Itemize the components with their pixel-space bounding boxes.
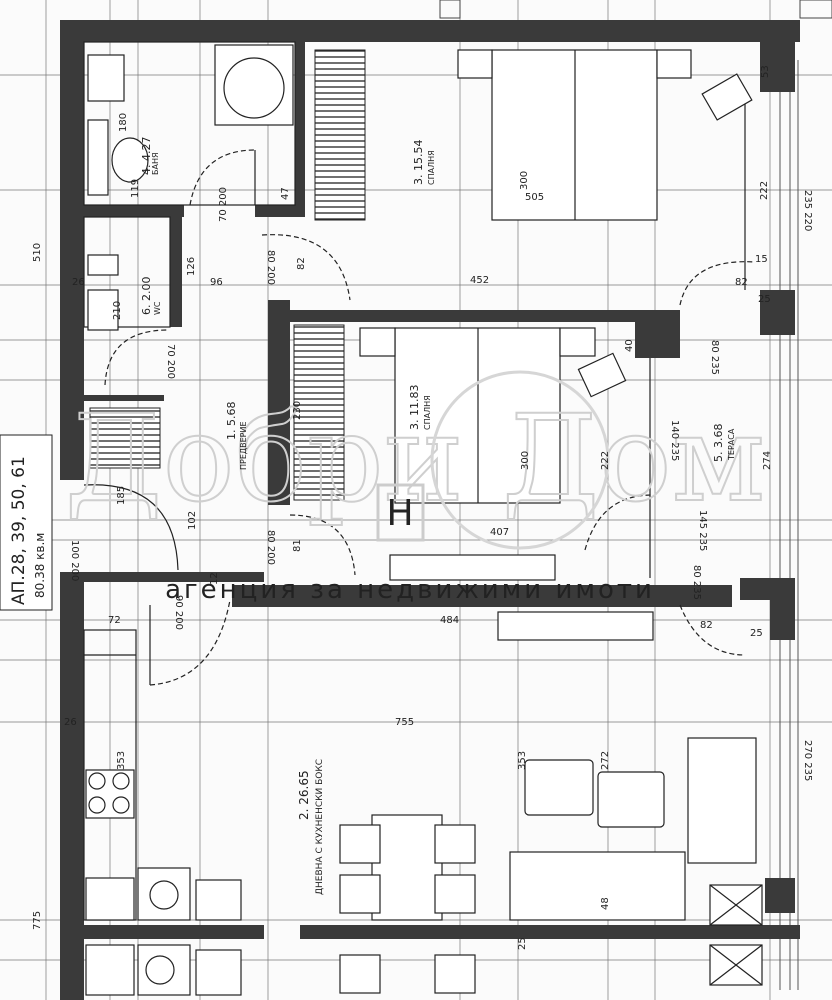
inner-lines [83,41,746,921]
watermark-agency: агенция за недвижими имоти [165,575,655,605]
dim-door-ter2: 80 235 [691,565,702,600]
dim-274: 274 [762,451,773,470]
watermark-logo-letter: H [386,493,413,534]
dim-door-hall: 80 200 [265,530,276,565]
dim-145-235: 145 235 [697,510,708,551]
room-terrace-label: 5. 3.68 [712,424,725,462]
dim-96: 96 [210,277,223,288]
dim-452: 452 [470,275,489,286]
room-bed2-name: СПАЛНЯ [423,395,432,430]
dim-40: 40 [624,339,635,352]
living-furniture [85,554,763,996]
dim-26a: 26 [72,277,85,288]
dim-82-right: 82 [735,277,748,288]
dim-12: 12 [209,572,220,585]
dim-26b: 26 [64,717,77,728]
dim-185: 185 [116,486,127,505]
apartment-area: 80.38 кв.м [33,533,47,598]
dim-82a: 82 [296,257,307,270]
watermark-logo-icon [376,483,425,542]
dim-25c: 25 [517,937,528,950]
dim-door-liv: 90 200 [173,595,184,630]
window-frame [779,60,799,990]
dim-82b: 82 [700,620,713,631]
dim-81: 81 [292,539,303,552]
room-bath-name: БАНЯ [151,152,160,175]
dim-300a: 300 [519,171,530,190]
walls [60,20,800,1000]
room-living-name: ДНЕВНА С КУХНЕНСКИ БОКС [315,759,325,895]
dim-door-wc2: 70 200 [165,344,176,379]
dim-230: 230 [292,401,303,420]
dim-353a: 353 [116,751,127,770]
room-wc-name: WC [153,301,162,315]
dim-53: 53 [760,65,771,78]
dim-15: 15 [755,254,768,265]
room-bed1-name: СПАЛНЯ [427,150,436,185]
dim-72: 72 [108,615,121,626]
room-bed2-label: 3. 11.83 [408,385,421,430]
dim-25a: 25 [758,294,771,305]
dim-270-235: 270 235 [802,740,813,781]
dim-510: 510 [32,243,43,262]
dim-235-220: 235 220 [802,190,813,231]
top-markers [439,0,832,19]
dim-210: 210 [112,301,123,320]
dim-door-main: 100 200 [69,540,80,581]
dim-272: 272 [600,751,611,770]
watermark: Добри Дом H агенция за недвижими имоти [64,370,766,605]
apartment-label: АП.28, 39, 50, 61 80.38 кв.м [0,434,53,611]
dim-407: 407 [490,527,509,538]
dim-755: 755 [395,717,414,728]
dim-102: 102 [187,511,198,530]
dim-180: 180 [118,113,129,132]
dim-door-bath: 70 200 [218,187,229,222]
bath-fixtures [87,44,294,331]
dim-door-wc: 80 200 [265,250,276,285]
room-hall-name: ПРЕДВЕРИЕ [239,421,248,470]
watermark-text: Добри Дом [65,390,765,529]
dim-505: 505 [525,192,544,203]
dim-door-ter: 80 235 [709,340,720,375]
room-terrace-name: ТЕРАСА [727,428,736,461]
dim-140-235: 140 235 [669,420,680,461]
room-living-label: 2. 26.65 [297,770,311,820]
dim-126: 126 [186,257,197,276]
dim-300b: 300 [520,451,531,470]
dim-222b: 222 [600,451,611,470]
room-bed1-label: 3. 15.54 [412,140,425,185]
dim-775: 775 [32,911,43,930]
dim-484: 484 [440,615,459,626]
dim-25b: 25 [750,628,763,639]
apartment-code: АП.28, 39, 50, 61 [9,456,29,605]
watermark-circle-icon [430,370,610,550]
room-labels: 4. 4.27 БАНЯ 3. 15.54 СПАЛНЯ 6. 2.00 WC … [140,137,736,895]
door-swings [83,149,756,686]
room-hall-label: 1. 5.68 [225,402,238,440]
dim-119: 119 [130,179,141,198]
beds [359,49,753,504]
room-wc-label: 6. 2.00 [140,277,153,315]
wardrobes [89,49,366,501]
dim-48: 48 [600,897,611,910]
dim-353b: 353 [517,751,528,770]
dim-222a: 222 [759,181,770,200]
dimension-labels: 510 775 180 119 47 70 200 505 300 222 53… [32,65,813,950]
room-bath-label: 4. 4.27 [140,137,153,175]
dim-47: 47 [280,187,291,200]
